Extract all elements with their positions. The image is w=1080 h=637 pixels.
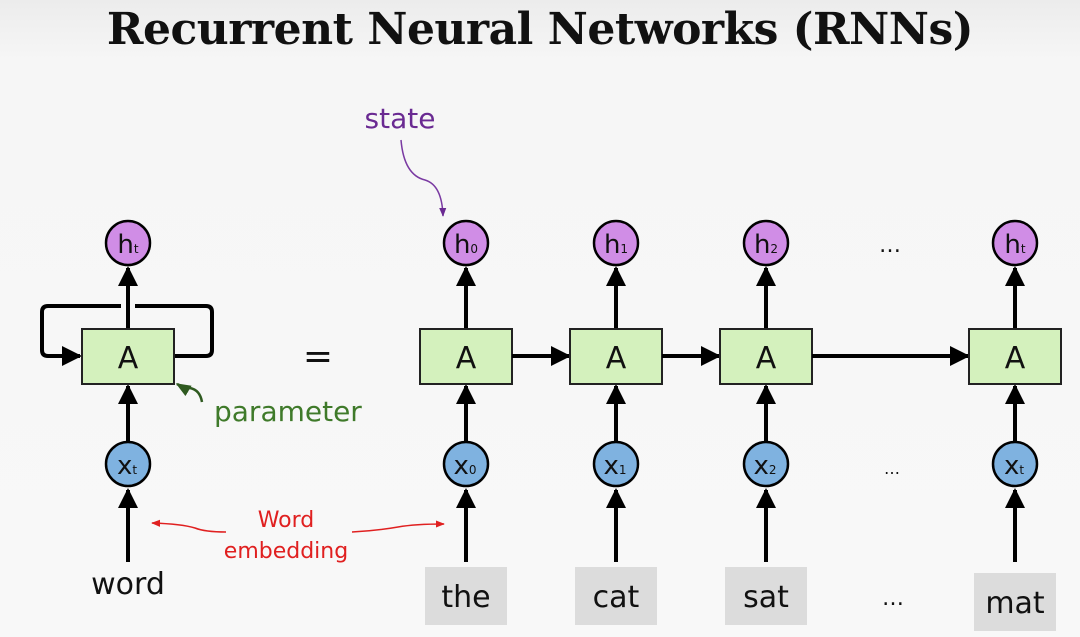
hidden-state-node <box>742 219 790 267</box>
state-pointer-arrow <box>400 139 447 217</box>
hidden-subscript: 0 <box>470 242 478 256</box>
hidden-state-node <box>592 219 640 267</box>
hidden-label: h <box>454 230 470 260</box>
rnn-cell <box>419 328 513 385</box>
cell-label: A <box>118 341 139 376</box>
rolled-rnn: ht A xt word <box>40 219 214 602</box>
word-token-box <box>725 567 807 625</box>
hidden-ellipsis: … <box>879 233 901 258</box>
svg-text:ht: ht <box>1004 230 1025 260</box>
svg-text:h0: h0 <box>454 230 478 260</box>
rnn-cell <box>719 328 813 385</box>
recurrent-loop-arrow <box>40 304 214 356</box>
hidden-state-node <box>104 219 152 267</box>
svg-text:ht: ht <box>117 230 138 260</box>
input-subscript: 1 <box>619 463 627 477</box>
hidden-label: h <box>1004 230 1020 260</box>
hidden-label: h <box>754 230 770 260</box>
word-token-label: cat <box>593 580 640 615</box>
parameter-label: parameter <box>214 395 362 428</box>
embedding-pointer-right <box>351 520 445 533</box>
svg-text:xt: xt <box>1004 451 1024 481</box>
rnn-cell <box>569 328 663 385</box>
svg-text:h1: h1 <box>604 230 628 260</box>
word-label: word <box>91 567 165 602</box>
input-label: x <box>753 451 768 481</box>
word-token-box <box>575 567 657 625</box>
word-ellipsis: … <box>882 586 904 611</box>
cell-label: A <box>606 341 627 376</box>
hidden-subscript: 1 <box>620 242 628 256</box>
word-token-label: the <box>441 580 490 615</box>
input-subscript: 2 <box>769 463 777 477</box>
svg-text:x1: x1 <box>603 451 626 481</box>
input-subscript: t <box>132 463 137 477</box>
svg-text:x2: x2 <box>753 451 776 481</box>
word-token-box <box>425 567 507 625</box>
input-label: x <box>1004 451 1019 481</box>
word-token-label: sat <box>743 580 789 615</box>
embedding-pointer-left <box>151 519 227 533</box>
hidden-label: h <box>604 230 620 260</box>
hidden-subscript: t <box>1021 242 1026 256</box>
input-node <box>442 440 490 488</box>
input-node <box>991 440 1039 488</box>
state-label: state <box>365 102 436 135</box>
hidden-label: h <box>117 230 133 260</box>
input-subscript: 0 <box>469 463 477 477</box>
svg-text:h2: h2 <box>754 230 778 260</box>
cell-label: A <box>456 341 477 376</box>
svg-text:x0: x0 <box>453 451 476 481</box>
parameter-pointer-arrow <box>175 382 204 403</box>
equals-sign: = <box>303 336 333 377</box>
input-node <box>104 440 152 488</box>
hidden-subscript: 2 <box>770 242 778 256</box>
rnn-cell <box>81 328 175 385</box>
cell-label: A <box>756 341 777 376</box>
input-ellipsis: … <box>884 459 900 478</box>
slide-title: Recurrent Neural Networks (RNNs) <box>106 4 974 55</box>
input-subscript: t <box>1019 463 1024 477</box>
input-label: x <box>117 451 132 481</box>
input-label: x <box>603 451 618 481</box>
rnn-cell <box>968 328 1062 385</box>
hidden-state-node <box>991 219 1039 267</box>
hidden-subscript: t <box>134 242 139 256</box>
input-node <box>742 440 790 488</box>
word-token-label: mat <box>985 586 1045 621</box>
cell-label: A <box>1005 341 1026 376</box>
input-node <box>592 440 640 488</box>
embedding-label-line1: Word <box>258 508 315 533</box>
input-label: x <box>453 451 468 481</box>
svg-text:xt: xt <box>117 451 137 481</box>
embedding-label-line2: embedding <box>224 539 348 564</box>
hidden-state-node <box>442 219 490 267</box>
word-token-box <box>974 573 1056 631</box>
